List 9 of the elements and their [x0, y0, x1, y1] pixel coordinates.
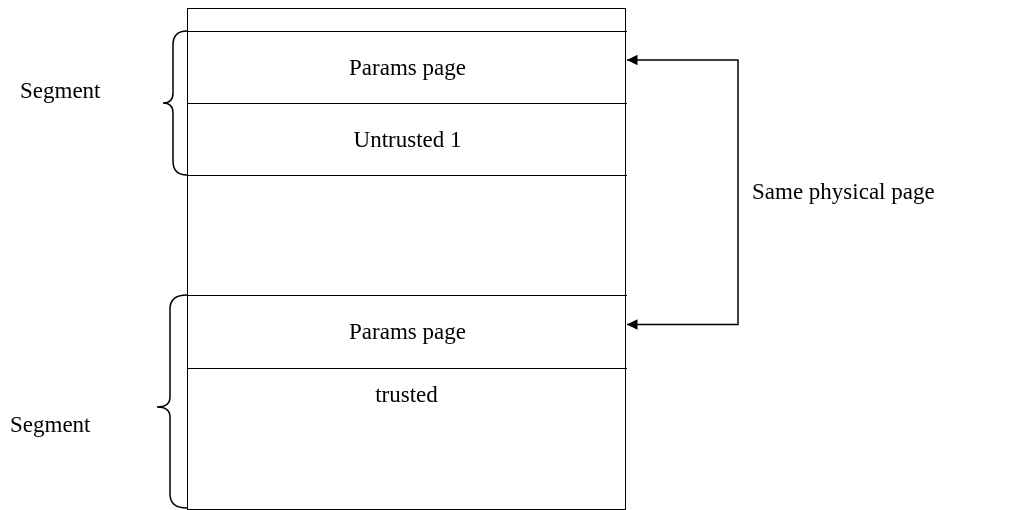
segment-label: Segment: [20, 77, 101, 105]
memory-column: [187, 8, 626, 510]
segment-label: Segment: [10, 411, 91, 439]
region-label: Params page: [348, 318, 467, 346]
region-label: Params page: [348, 54, 467, 82]
arrow: [626, 54, 739, 330]
region-label: Untrusted 1: [352, 126, 463, 154]
region-label: trusted: [374, 381, 439, 409]
edge-label: Same physical page: [752, 178, 935, 207]
